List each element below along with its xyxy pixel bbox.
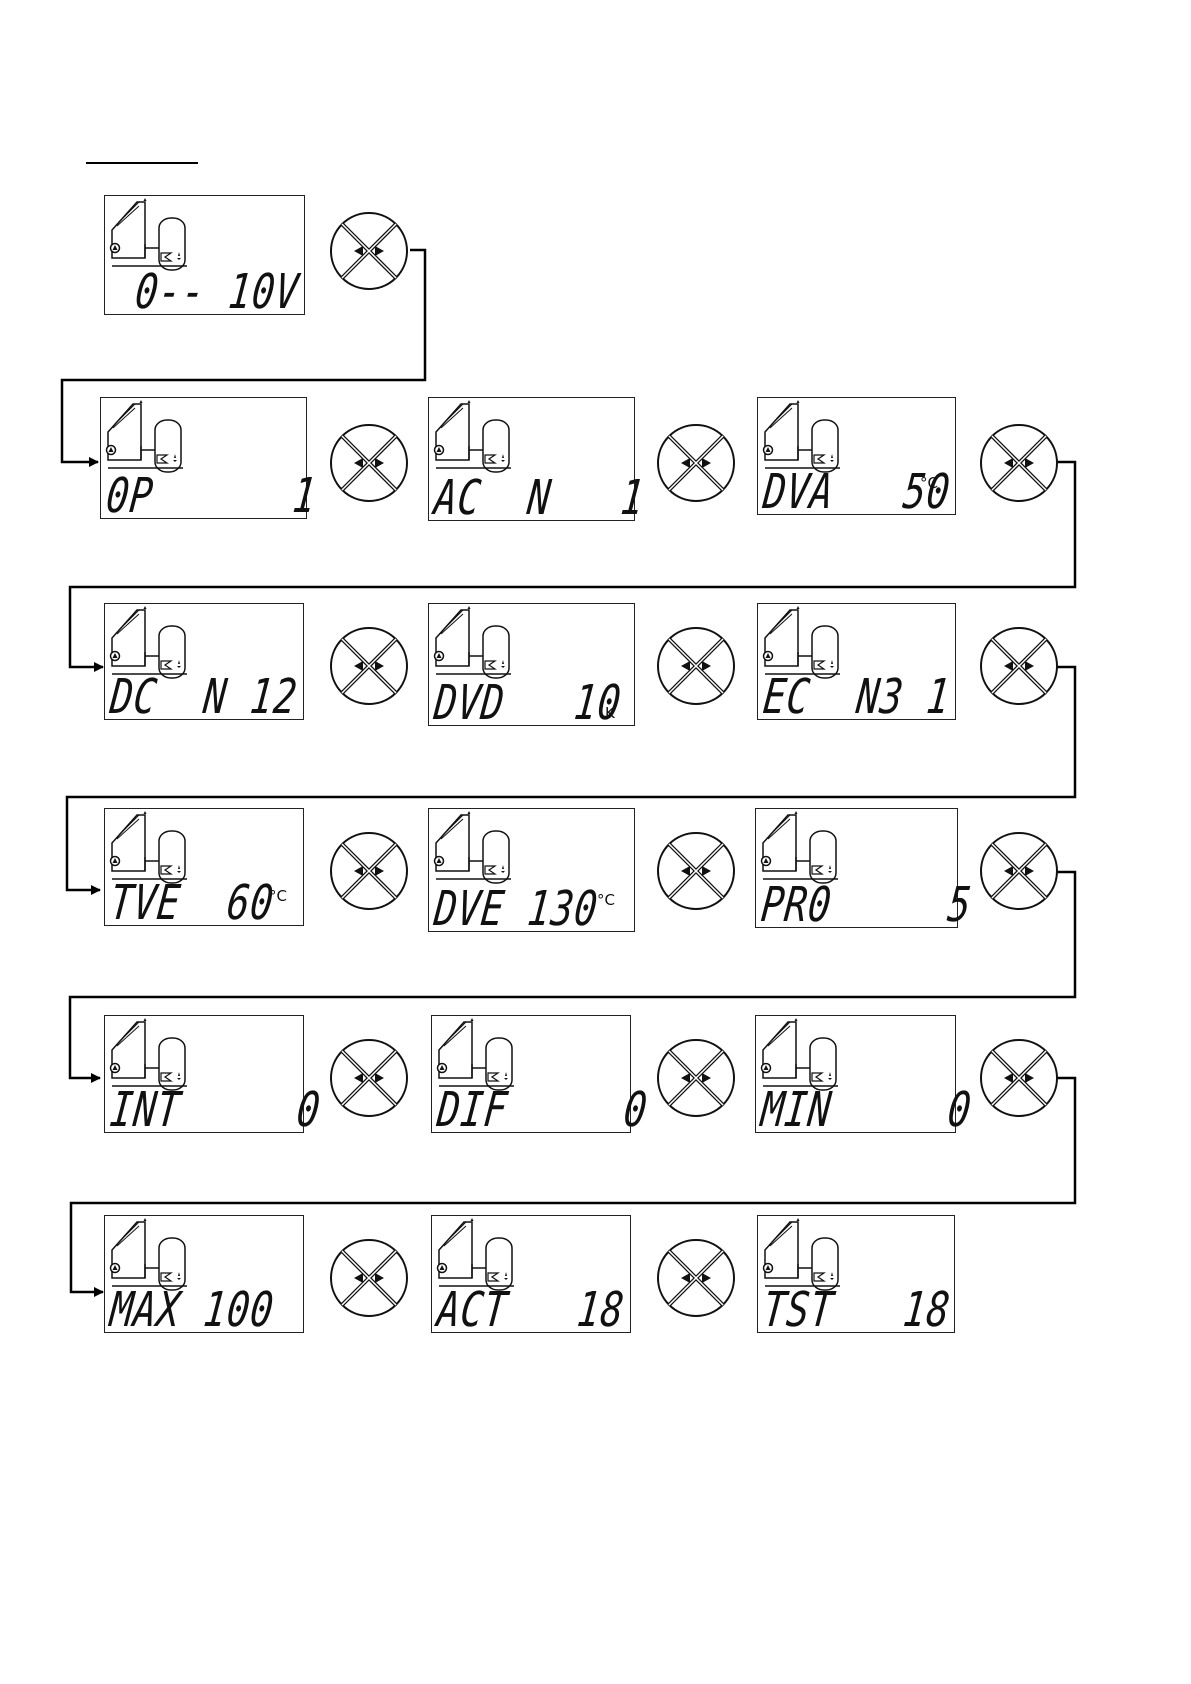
lcd-screen-dva: DVA 50 °C (757, 397, 956, 515)
screen-value: PR0 5 (759, 881, 974, 929)
four-way-nav-button-icon[interactable] (655, 625, 737, 707)
four-way-nav-button-icon[interactable] (328, 625, 410, 707)
unit-label: °C (920, 474, 938, 492)
lcd-screen-max: MAX 100 (104, 1215, 304, 1333)
screen-value: MAX 100 (108, 1286, 276, 1334)
four-way-nav-button-icon[interactable] (328, 830, 410, 912)
screen-value: TVE 60 (108, 879, 276, 927)
lcd-screen-op: 0P 1 (100, 397, 307, 519)
lcd-screen-act: ACT 18 (431, 1215, 631, 1333)
lcd-screen-dvd: DVD 10 K (428, 603, 635, 726)
unit-label: °C (597, 891, 615, 909)
section-underline (86, 162, 198, 164)
four-way-nav-button-icon[interactable] (655, 422, 737, 504)
four-way-nav-button-icon[interactable] (655, 1237, 737, 1319)
lcd-screen-tst: TST 18 (757, 1215, 955, 1333)
four-way-nav-button-icon[interactable] (978, 830, 1060, 912)
screen-value: ACT 18 (435, 1286, 627, 1334)
lcd-screen-dve: DVE 130 °C (428, 808, 635, 932)
lcd-screen-pro: PR0 5 (755, 808, 958, 928)
lcd-screen-int: INT 0 (104, 1015, 304, 1133)
screen-value: MIN 0 (759, 1086, 974, 1134)
screen-value: AC N 1 (432, 474, 647, 522)
four-way-nav-button-icon[interactable] (328, 422, 410, 504)
screen-value: INT 0 (108, 1086, 323, 1134)
screen-value: EC N3 1 (761, 673, 953, 721)
solar-collector-pump-tank-icon (433, 811, 513, 887)
solar-collector-pump-tank-icon (433, 400, 513, 476)
solar-collector-pump-tank-icon (433, 606, 513, 682)
solar-collector-pump-tank-icon (105, 400, 185, 476)
four-way-nav-button-icon[interactable] (328, 1037, 410, 1119)
screen-value: DVD 10 (432, 679, 624, 727)
solar-collector-pump-tank-icon (109, 198, 189, 274)
solar-collector-pump-tank-icon (760, 811, 840, 887)
lcd-screen-ac-n: AC N 1 (428, 397, 635, 521)
four-way-nav-button-icon[interactable] (328, 1237, 410, 1319)
four-way-nav-button-icon[interactable] (978, 1037, 1060, 1119)
screen-value: 0-- 10V (133, 268, 301, 316)
screen-value: 0P 1 (104, 472, 319, 520)
lcd-screen-dc-n: DC N 12 (104, 603, 304, 720)
lcd-screen-min: MIN 0 (755, 1015, 956, 1133)
screen-value: DVE 130 (432, 885, 600, 933)
four-way-nav-button-icon[interactable] (655, 1037, 737, 1119)
screen-value: TST 18 (761, 1286, 953, 1334)
screen-value: DIF 0 (435, 1086, 650, 1134)
four-way-nav-button-icon[interactable] (978, 422, 1060, 504)
screen-value: DC N 12 (108, 673, 300, 721)
lcd-screen-tve: TVE 60 °C (104, 808, 304, 926)
unit-label: °C (269, 887, 287, 905)
lcd-screen-ec-n: EC N3 1 (757, 603, 956, 720)
four-way-nav-button-icon[interactable] (655, 830, 737, 912)
unit-label: K (605, 704, 615, 722)
four-way-nav-button-icon[interactable] (978, 625, 1060, 707)
lcd-screen-0-10v: 0-- 10V (104, 195, 305, 315)
four-way-nav-button-icon[interactable] (328, 210, 410, 292)
lcd-screen-dif: DIF 0 (431, 1015, 631, 1133)
